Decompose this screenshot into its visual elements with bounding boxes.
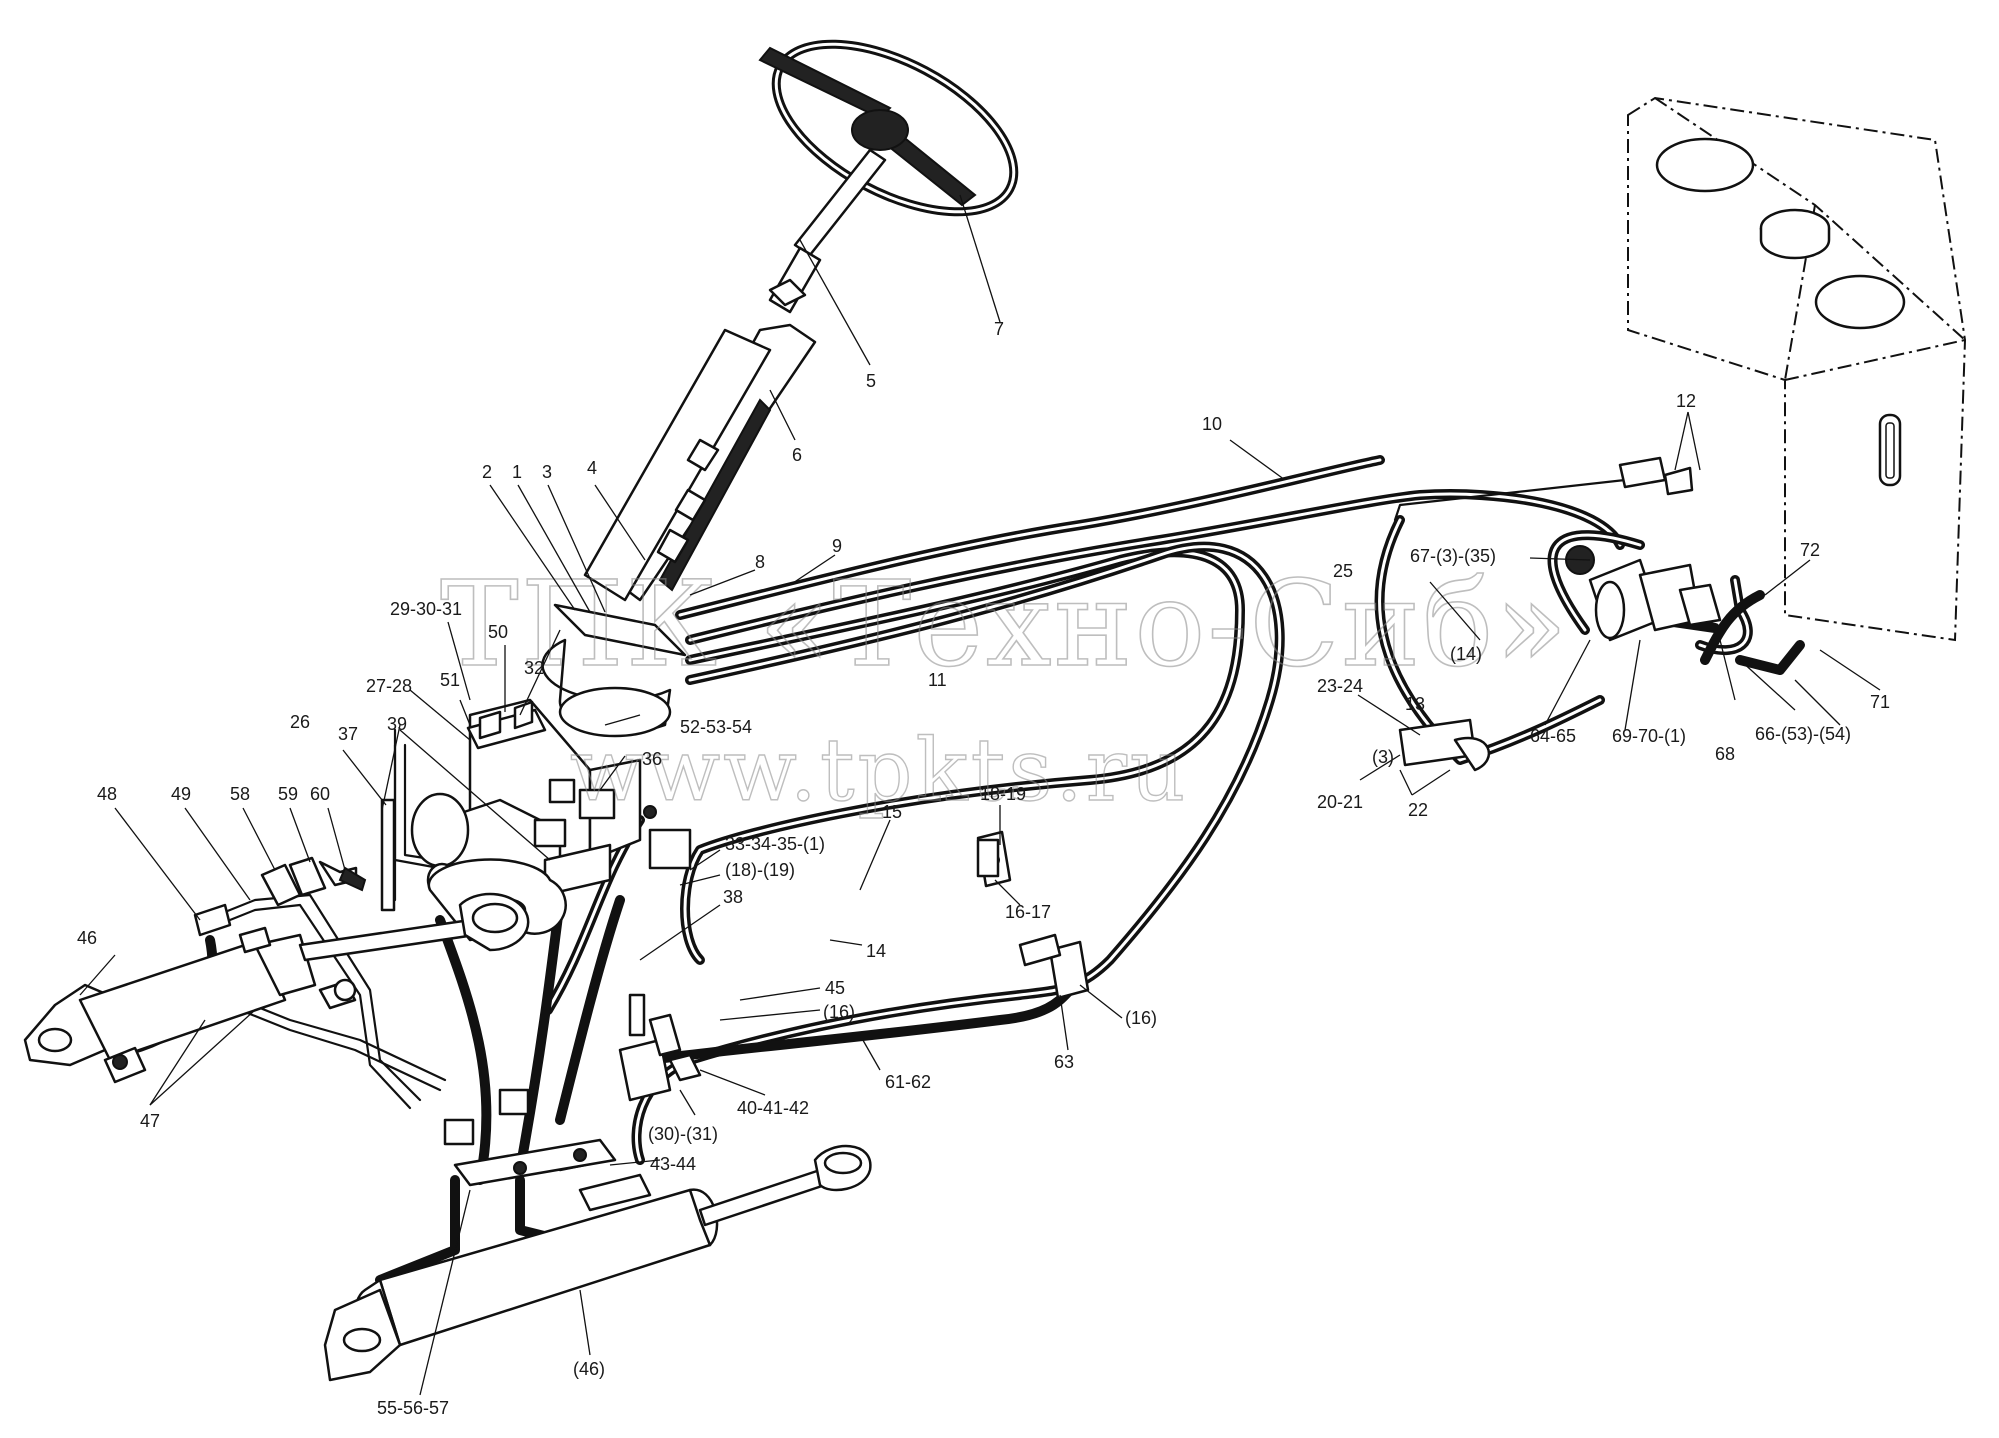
callout-29-30-31: 29-30-31: [390, 599, 462, 619]
watermark-line1: ТПК «Техно-Сиб»: [440, 555, 1569, 693]
callout-3: 3: [542, 462, 552, 482]
callout-47: 47: [140, 1111, 160, 1131]
callout-4: 4: [587, 458, 597, 478]
callout-63: 63: [1054, 1052, 1074, 1072]
callout-46: 46: [77, 928, 97, 948]
callout-33-34-35: 33-34-35-(1): [725, 834, 825, 854]
hydraulic-tank: [1627, 96, 1967, 642]
callout-11: 11: [928, 670, 947, 690]
callout-59: 59: [278, 784, 298, 804]
callout-14-paren: (14): [1450, 644, 1482, 664]
fittings-48-49: [193, 903, 272, 954]
callout-43-44: 43-44: [650, 1154, 696, 1174]
callout-7: 7: [994, 319, 1004, 339]
callout-68: 68: [1715, 744, 1735, 764]
callout-22: 22: [1408, 800, 1428, 820]
callout-16-paren-b: (16): [1125, 1008, 1157, 1028]
callout-55-56-57: 55-56-57: [377, 1398, 449, 1418]
clamp-63: [1018, 933, 1090, 1000]
callout-37: 37: [338, 724, 358, 744]
callout-9: 9: [832, 536, 842, 556]
leader-lines: [79, 194, 1881, 1396]
watermark-line2: www.tpkts.ru: [570, 721, 1188, 821]
steering-cylinder-lower: [323, 1143, 872, 1382]
steering-wheel: [758, 39, 1019, 257]
callout-25: 25: [1333, 561, 1353, 581]
callout-60: 60: [310, 784, 330, 804]
callout-16-paren-a: (16): [823, 1002, 855, 1022]
callout-61-62: 61-62: [885, 1072, 931, 1092]
callout-32: 32: [524, 658, 544, 678]
callout-20-21: 20-21: [1317, 792, 1363, 812]
callout-2: 2: [482, 462, 492, 482]
callout-72: 72: [1800, 540, 1820, 560]
filter-64-65: [1565, 545, 1722, 642]
part-37-rod: [380, 798, 396, 912]
callout-52-53-54: 52-53-54: [680, 717, 752, 737]
callout-18-19: 18-19: [980, 784, 1026, 804]
callout-67: 67-(3)-(35): [1410, 546, 1496, 566]
callout-51: 51: [440, 670, 460, 690]
callout-10: 10: [1202, 414, 1222, 434]
callout-46-paren: (46): [573, 1359, 605, 1379]
valve-40-41-42: [618, 993, 702, 1102]
callout-27-28: 27-28: [366, 676, 412, 696]
callout-48: 48: [97, 784, 117, 804]
callout-50: 50: [488, 622, 508, 642]
callout-39: 39: [387, 714, 407, 734]
callout-30-31: (30)-(31): [648, 1124, 718, 1144]
bracket-13-22: [1398, 718, 1491, 772]
callout-14: 14: [866, 941, 886, 961]
callout-1: 1: [512, 462, 522, 482]
callout-71: 71: [1870, 692, 1890, 712]
callout-58: 58: [230, 784, 250, 804]
callout-12: 12: [1676, 391, 1696, 411]
steering-column: [541, 246, 822, 738]
fittings-12: [1618, 456, 1694, 496]
callout-69-70: 69-70-(1): [1612, 726, 1686, 746]
callout-16-17: 16-17: [1005, 902, 1051, 922]
callout-5: 5: [866, 371, 876, 391]
callout-38: 38: [723, 887, 743, 907]
bracket-43-44: [443, 1088, 617, 1187]
callout-40-41-42: 40-41-42: [737, 1098, 809, 1118]
callout-3-paren: (3): [1372, 747, 1394, 767]
bracket-58-59-60: [260, 856, 367, 907]
callout-66: 66-(53)-(54): [1755, 724, 1851, 744]
steering-cylinder-upper: [23, 892, 530, 1084]
callout-36: 36: [642, 749, 662, 769]
callout-labels: 7 5 6 4 2 1 3 8 9 10 11 12 72 25 67-(3)-…: [77, 319, 1890, 1418]
callout-8: 8: [755, 552, 765, 572]
callout-26: 26: [290, 712, 310, 732]
callout-64-65: 64-65: [1530, 726, 1576, 746]
callout-49: 49: [171, 784, 191, 804]
callout-13: 13: [1405, 694, 1425, 714]
callout-18-19-paren: (18)-(19): [725, 860, 795, 880]
callout-15: 15: [882, 802, 902, 822]
clamp-18-19: [976, 838, 1000, 878]
callout-23-24: 23-24: [1317, 676, 1363, 696]
callout-6: 6: [792, 445, 802, 465]
callout-45: 45: [825, 978, 845, 998]
watermark: ТПК «Техно-Сиб» www.tpkts.ru: [439, 554, 1569, 822]
